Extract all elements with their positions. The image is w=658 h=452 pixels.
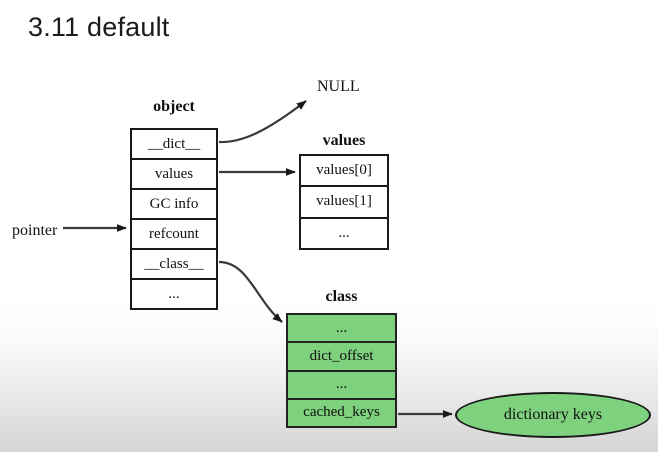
class-row-dict-offset[interactable]: dict_offset [288,343,395,372]
class-struct: ... dict_offset ... cached_keys [286,313,397,428]
class-row-cached-keys[interactable]: cached_keys [303,404,380,421]
arrow-dict-to-null [218,100,307,144]
dictionary-keys-node[interactable]: dictionary keys [455,392,651,438]
object-struct-header: object [153,98,195,115]
class-row-ellipsis-bottom[interactable]: ... [288,372,395,400]
values-row-1[interactable]: values[1] [301,187,387,219]
values-row-ellipsis[interactable]: ... [338,224,350,241]
object-row-dict[interactable]: __dict__ [132,130,216,160]
class-row-ellipsis-top[interactable]: ... [288,315,395,344]
object-row-class[interactable]: __class__ [132,250,216,280]
pointer-label: pointer [12,222,58,239]
arrow-class-to-class-struct [218,260,283,323]
object-row-ellipsis[interactable]: ... [168,285,180,302]
values-struct: values[0] values[1] ... [299,154,389,250]
class-struct-header: class [325,288,358,305]
object-struct: __dict__ values GC info refcount __class… [130,128,218,310]
dictionary-keys-label: dictionary keys [503,406,603,423]
object-row-values[interactable]: values [132,160,216,190]
page-title: 3.11 default [28,12,170,42]
values-struct-header: values [322,132,366,149]
values-row-0[interactable]: values[0] [301,156,387,188]
null-label: NULL [317,78,360,95]
object-row-refcount[interactable]: refcount [132,220,216,250]
object-row-gc-info[interactable]: GC info [132,190,216,220]
